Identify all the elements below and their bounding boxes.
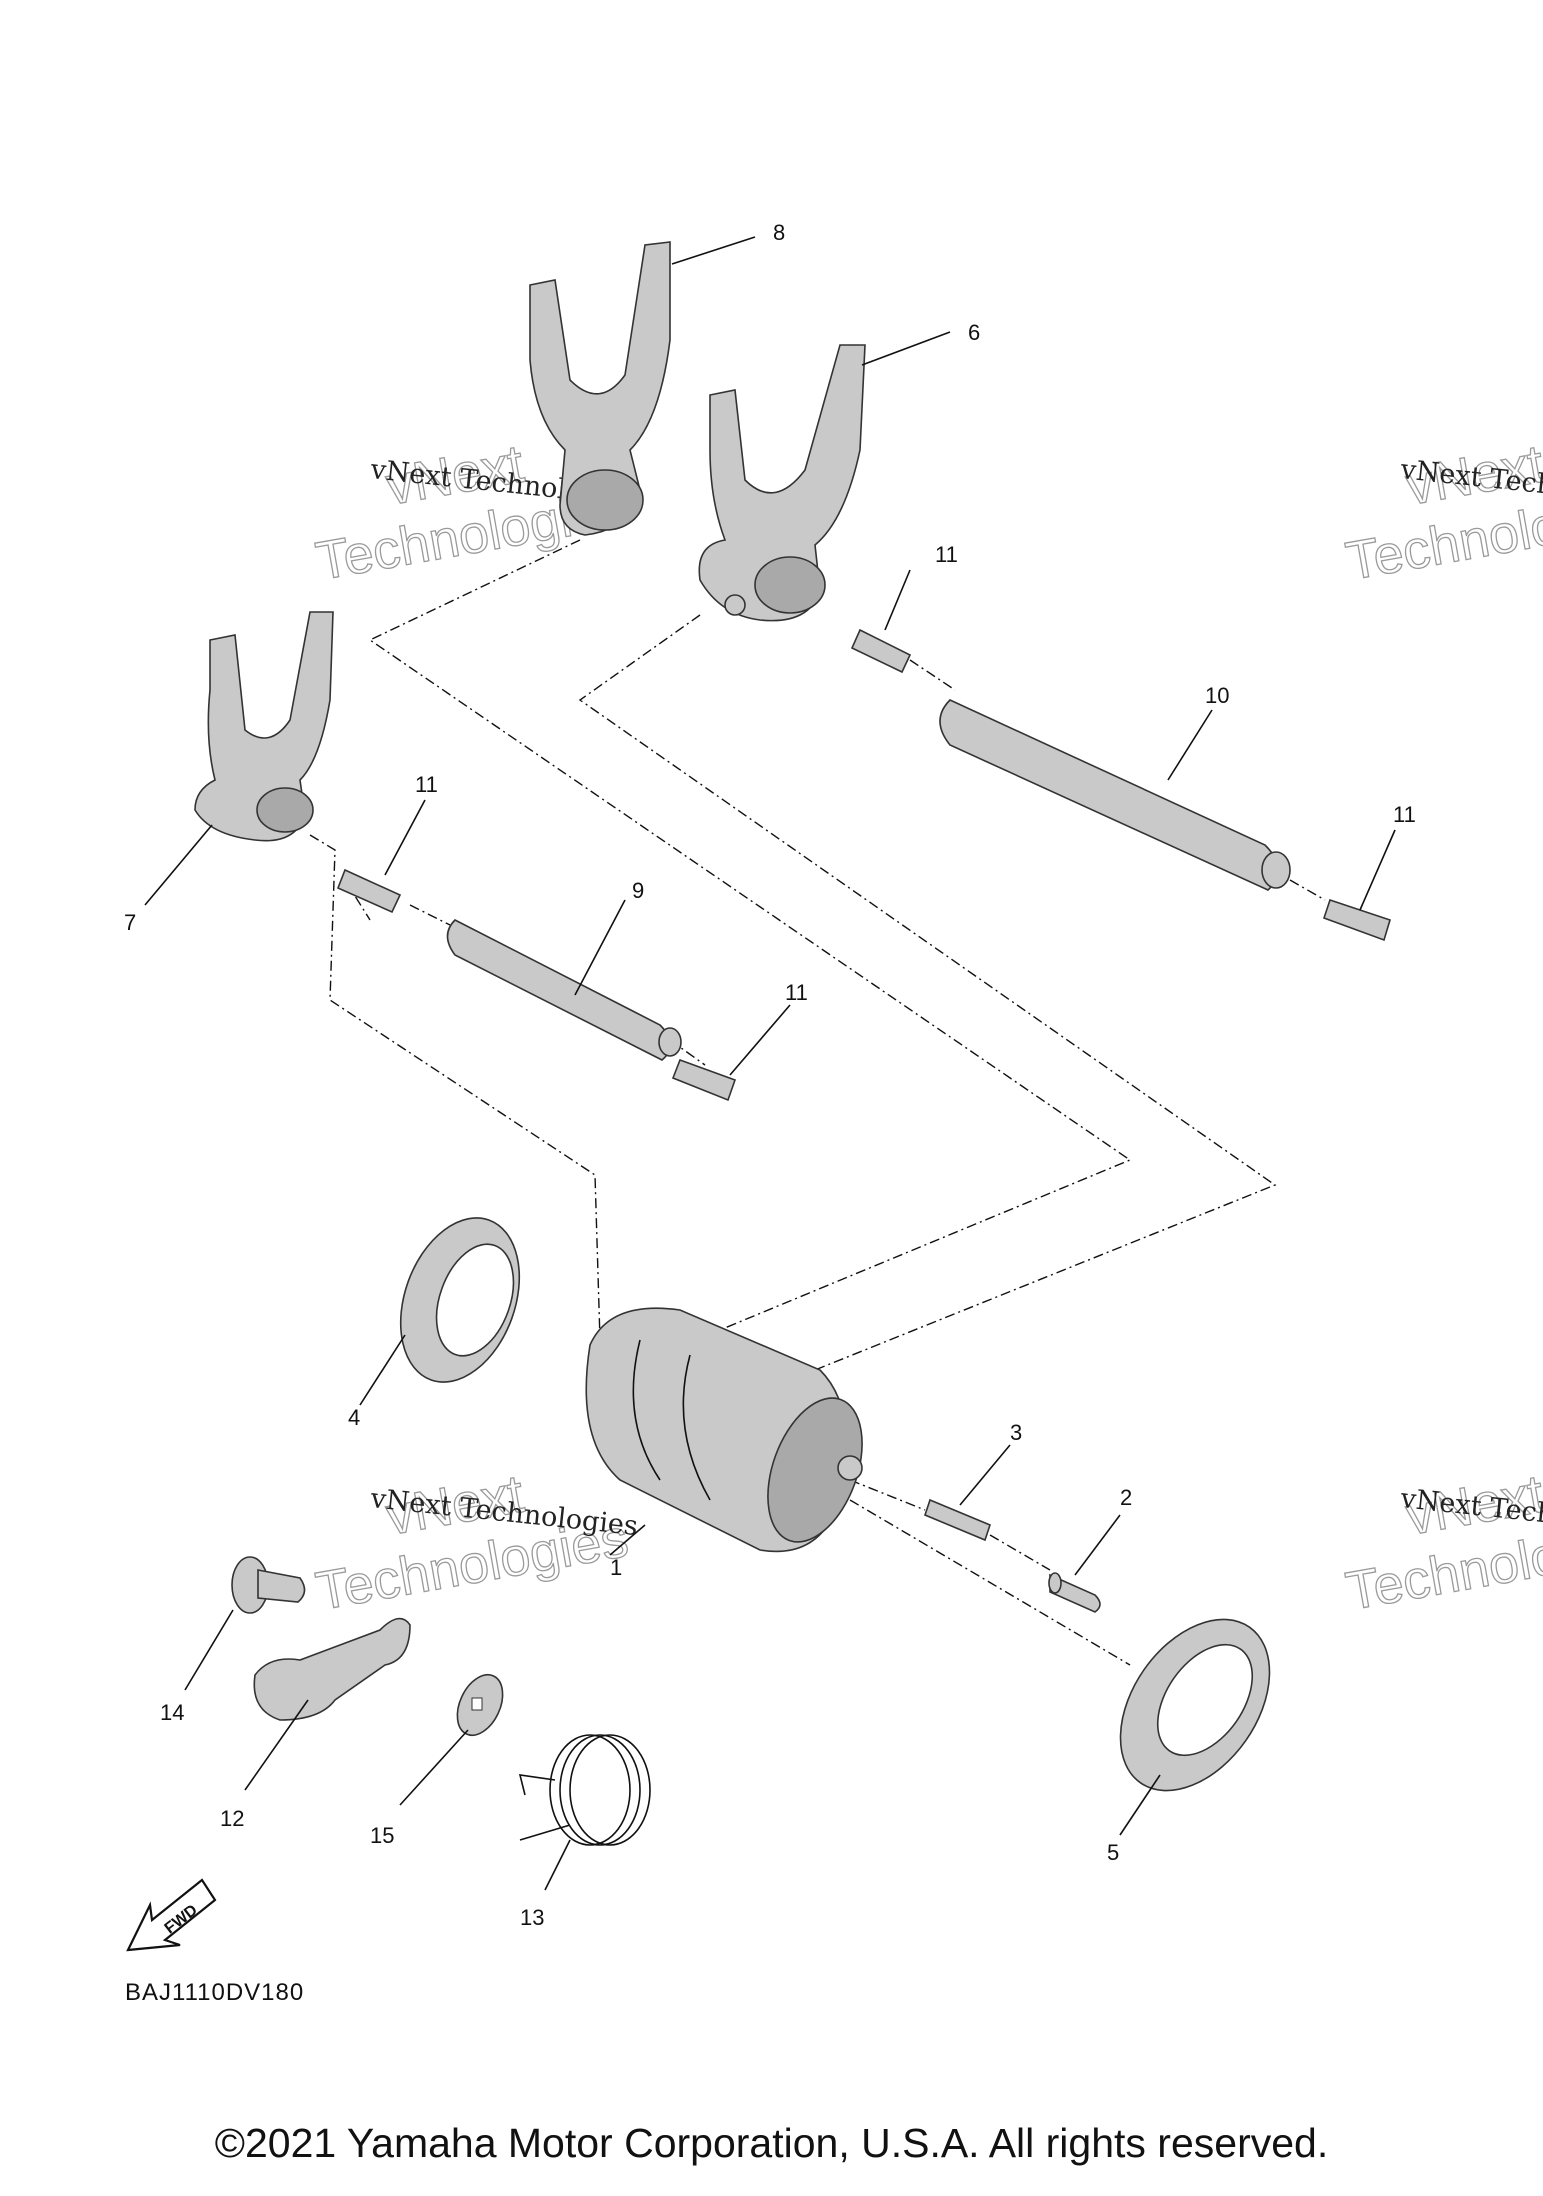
callout-13: 13 — [520, 1905, 544, 1930]
diagram-code: BAJ1110DV180 — [125, 1979, 304, 2006]
callout-10: 10 — [1205, 683, 1229, 708]
callout-7: 7 — [124, 910, 136, 935]
assembly-lines — [309, 539, 1326, 1666]
callout-11-d: 11 — [785, 980, 808, 1005]
callout-9: 9 — [632, 878, 644, 903]
callout-15: 15 — [370, 1823, 394, 1848]
bearing-5 — [1119, 1618, 1271, 1792]
callout-12: 12 — [220, 1806, 244, 1831]
shift-fork-7 — [194, 611, 334, 842]
bearing-4 — [399, 1217, 521, 1383]
spring-pin-11-d — [671, 1058, 737, 1102]
callout-11-a: 11 — [935, 542, 958, 567]
spring-pin-11-a — [850, 628, 912, 674]
spring-pin-11-c — [1322, 898, 1391, 942]
torsion-spring-13 — [518, 1734, 651, 1846]
callout-14: 14 — [160, 1700, 184, 1725]
shift-shaft-10 — [939, 699, 1291, 891]
callout-labels: 1 2 3 4 5 6 7 8 9 10 11 11 11 11 12 13 1… — [124, 220, 1416, 1930]
forward-arrow-icon: FWD — [126, 1878, 217, 1952]
callout-2: 2 — [1120, 1485, 1132, 1510]
shift-shaft-9 — [446, 919, 682, 1061]
callout-6: 6 — [968, 320, 980, 345]
bolt-14 — [231, 1556, 306, 1614]
watermark-right-bottom: vNext Technologies vNext Technologies — [1341, 1463, 1543, 1622]
callout-11-b: 11 — [415, 772, 438, 797]
pin-3 — [924, 1498, 991, 1542]
callout-5: 5 — [1107, 1840, 1119, 1865]
callout-4: 4 — [348, 1405, 360, 1430]
callout-3: 3 — [1010, 1420, 1022, 1445]
spring-pin-11-b — [336, 868, 402, 914]
callout-11-c: 11 — [1393, 802, 1416, 827]
shift-fork-6 — [698, 344, 866, 622]
copyright-notice: ©2021 Yamaha Motor Corporation, U.S.A. A… — [214, 2120, 1329, 2166]
bolt-2 — [1048, 1572, 1101, 1613]
leader-lines — [144, 236, 1396, 1891]
washer-15 — [456, 1673, 504, 1737]
shift-fork-8 — [529, 241, 671, 536]
watermark-left-bottom: vNext Technologies vNext Technologies — [311, 1463, 639, 1622]
callout-1: 1 — [610, 1555, 622, 1580]
shift-drum-1 — [585, 1307, 863, 1553]
callout-8: 8 — [773, 220, 785, 245]
stopper-lever-12 — [253, 1617, 411, 1721]
watermark-right-top: vNext Technologies vNext Technologies — [1341, 433, 1543, 592]
